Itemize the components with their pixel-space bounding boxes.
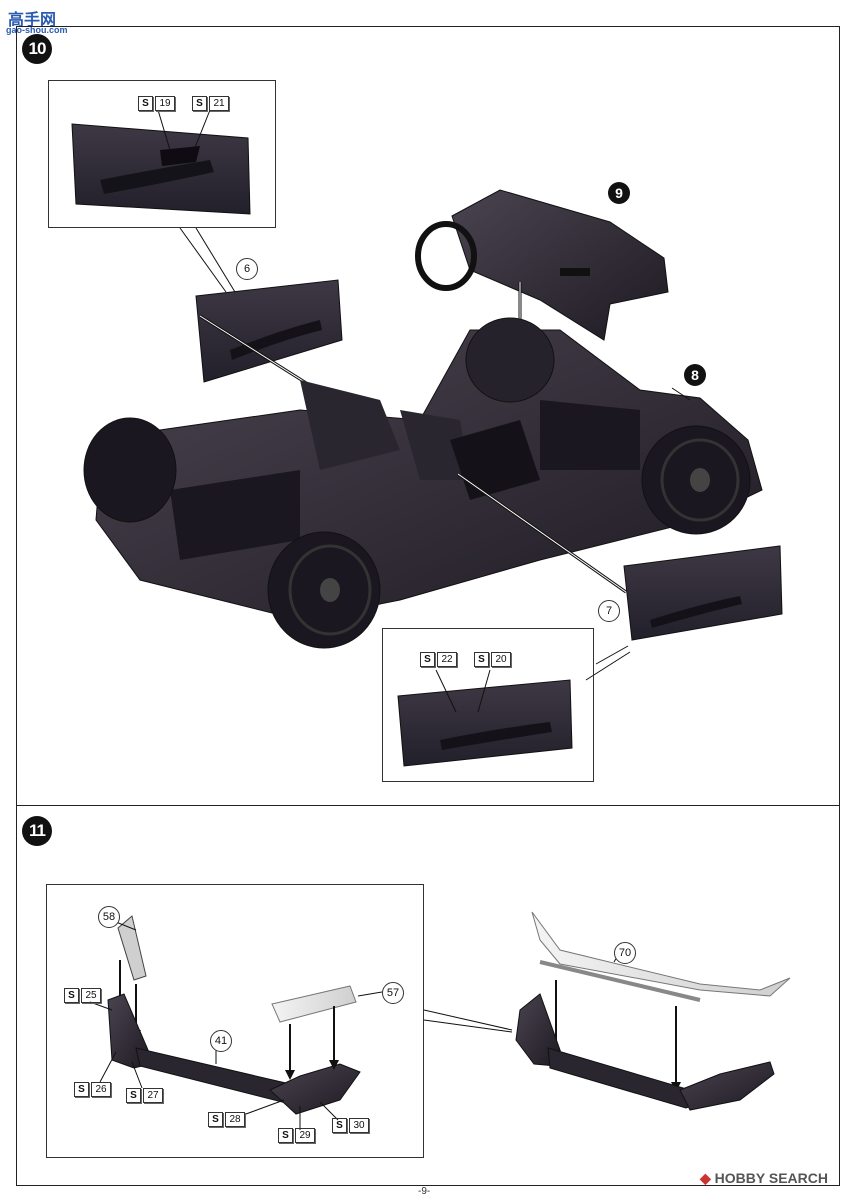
wheel-front-right [641, 425, 751, 535]
front-bumper-frame-detail [89, 915, 383, 1130]
chassis [95, 329, 763, 621]
sprue-ref-s27: S 27 [126, 1088, 163, 1103]
watermark-logo-text: 高手网 [8, 12, 57, 29]
dashboard-9 [415, 189, 669, 341]
watermark-site: gao-shou.com [6, 25, 68, 35]
watermark-logo: 高手网 [8, 6, 56, 30]
sprue-ref-s29: S 29 [278, 1128, 315, 1143]
wheel-rear-left [83, 417, 177, 523]
detail-box-top [48, 80, 276, 228]
step-11-number: 11 [22, 816, 52, 846]
sprue-ref-s21: S 21 [192, 96, 229, 111]
sprue-ref-s26: S 26 [74, 1082, 111, 1097]
step-10-number: 10 [22, 34, 52, 64]
sprue-ref-s30: S 30 [332, 1118, 369, 1133]
sprue-ref-s28: S 28 [208, 1112, 245, 1127]
sprue-ref-s22: S 22 [420, 652, 457, 667]
page-number: -9- [418, 1186, 431, 1197]
part-callout-57: 57 [382, 982, 404, 1004]
part-callout-6: 6 [236, 258, 258, 280]
door-panel-detail-top [71, 109, 251, 215]
door-panel-detail-bottom [397, 669, 573, 767]
subassembly-ref-9: 9 [608, 182, 630, 204]
detail-box-bottom [382, 628, 594, 782]
door-panel-7 [623, 545, 783, 641]
wheel-front-left [267, 531, 381, 649]
part-callout-58: 58 [98, 906, 120, 928]
subassembly-ref-8: 8 [684, 364, 706, 386]
watermark-hobbysearch: ◆ HOBBY SEARCH [700, 1170, 828, 1186]
part-callout-70: 70 [614, 942, 636, 964]
sprue-ref-s19: S 19 [138, 96, 175, 111]
part-callout-7: 7 [598, 600, 620, 622]
part-callout-41: 41 [210, 1030, 232, 1052]
sprue-ref-s20: S 20 [474, 652, 511, 667]
page-frame [16, 26, 840, 1186]
step-divider [16, 805, 840, 806]
wheel-rear-right [465, 317, 555, 403]
detail-box-step11 [46, 884, 424, 1158]
hobbysearch-logo-icon: ◆ [700, 1170, 715, 1186]
door-panel-6 [195, 279, 343, 383]
front-bumper-assembly [515, 911, 791, 1111]
sprue-ref-s25: S 25 [64, 988, 101, 1003]
